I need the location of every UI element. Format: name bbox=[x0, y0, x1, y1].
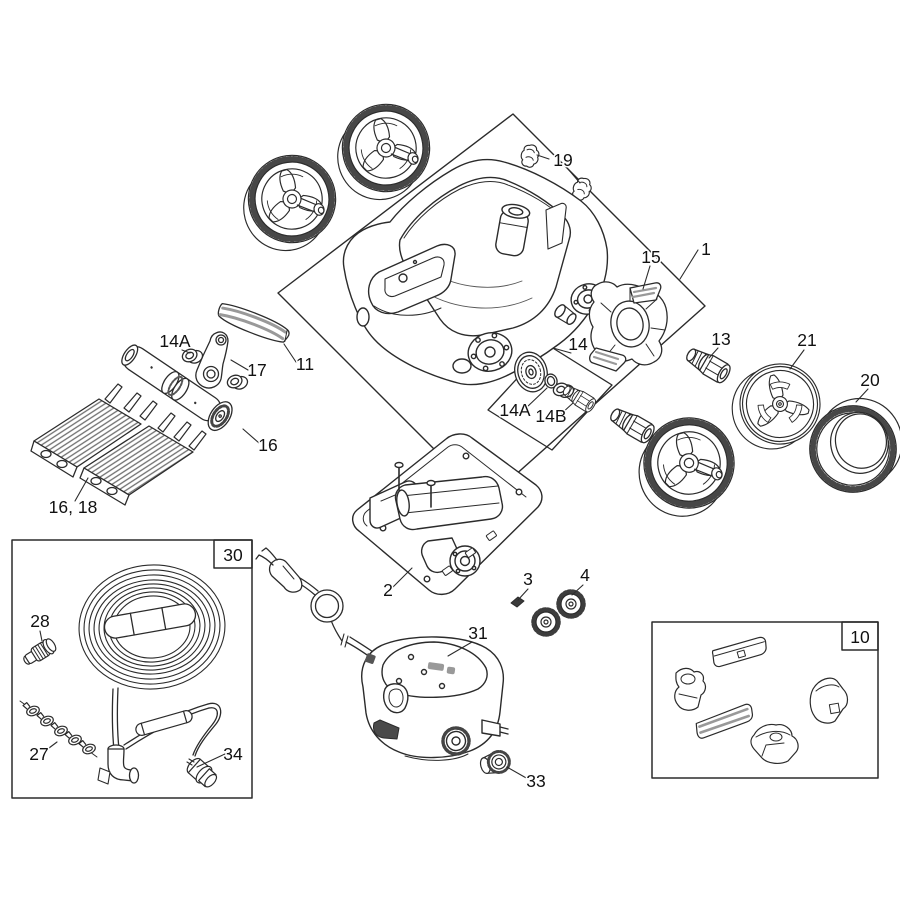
label-1: 1 bbox=[701, 239, 711, 259]
body-wheel-hub-left bbox=[467, 332, 513, 372]
bumper-corner-bottom bbox=[750, 723, 799, 764]
part-14a-washer bbox=[544, 373, 558, 389]
label-33: 33 bbox=[526, 771, 545, 791]
part-11-blade bbox=[217, 302, 290, 343]
part-14-pulley-group bbox=[514, 351, 599, 415]
label-4: 4 bbox=[580, 565, 590, 585]
part-15-motor-bracket bbox=[588, 281, 668, 372]
part-30-cable-coil bbox=[78, 564, 226, 690]
label-27: 27 bbox=[29, 744, 48, 764]
body-axle-stub bbox=[554, 304, 577, 326]
bumper-wedge bbox=[695, 703, 754, 739]
part-31-power-supply bbox=[361, 636, 509, 761]
part-28-fitting bbox=[23, 638, 57, 665]
label-14a-mid: 14A bbox=[499, 400, 530, 420]
bumper-corner-left bbox=[674, 667, 707, 711]
part-labels: 19 1 15 13 21 20 14 14A 17 11 14A 14B 16… bbox=[28, 149, 882, 793]
label-10: 10 bbox=[850, 627, 870, 647]
part-1-body-top bbox=[342, 158, 609, 386]
label-3: 3 bbox=[523, 569, 533, 589]
label-16: 16 bbox=[258, 435, 277, 455]
label-17: 17 bbox=[247, 360, 266, 380]
label-2: 2 bbox=[383, 580, 393, 600]
label-14: 14 bbox=[568, 334, 588, 354]
label-13: 13 bbox=[711, 329, 730, 349]
kit-box-10 bbox=[651, 621, 879, 779]
cable-elbow bbox=[97, 744, 140, 785]
kit-box-30 bbox=[11, 539, 253, 799]
part-33-connector-nut bbox=[479, 749, 511, 775]
part-27-clamps bbox=[19, 698, 98, 758]
label-30: 30 bbox=[223, 545, 243, 565]
label-21: 21 bbox=[797, 330, 816, 350]
assembly-14-outline bbox=[487, 344, 613, 451]
label-34: 34 bbox=[223, 744, 243, 764]
label-15: 15 bbox=[641, 247, 660, 267]
label-11: 11 bbox=[296, 354, 314, 374]
label-14a-left: 14A bbox=[159, 331, 190, 351]
bumper-bar bbox=[711, 636, 767, 668]
label-28: 28 bbox=[30, 611, 49, 631]
part-16-roller bbox=[121, 344, 233, 432]
part-3-key bbox=[510, 596, 525, 608]
label-31: 31 bbox=[468, 623, 487, 643]
label-16-18: 16, 18 bbox=[49, 497, 98, 517]
label-20: 20 bbox=[860, 370, 880, 390]
part-4-gears bbox=[534, 592, 584, 635]
bumper-corner-right bbox=[809, 677, 849, 724]
wheel-rear-left bbox=[232, 146, 347, 260]
leader-lines bbox=[39, 154, 869, 780]
part-2-body-bottom bbox=[352, 433, 543, 596]
power-supply-knob bbox=[441, 726, 471, 756]
part-34-plug bbox=[186, 757, 218, 788]
label-14b: 14B bbox=[535, 406, 566, 426]
cable-float bbox=[103, 603, 197, 639]
part-17-bracket-arm bbox=[195, 331, 229, 389]
part-16-18-brushes bbox=[30, 383, 207, 506]
power-cord-assembly bbox=[255, 547, 374, 658]
label-19: 19 bbox=[553, 150, 572, 170]
